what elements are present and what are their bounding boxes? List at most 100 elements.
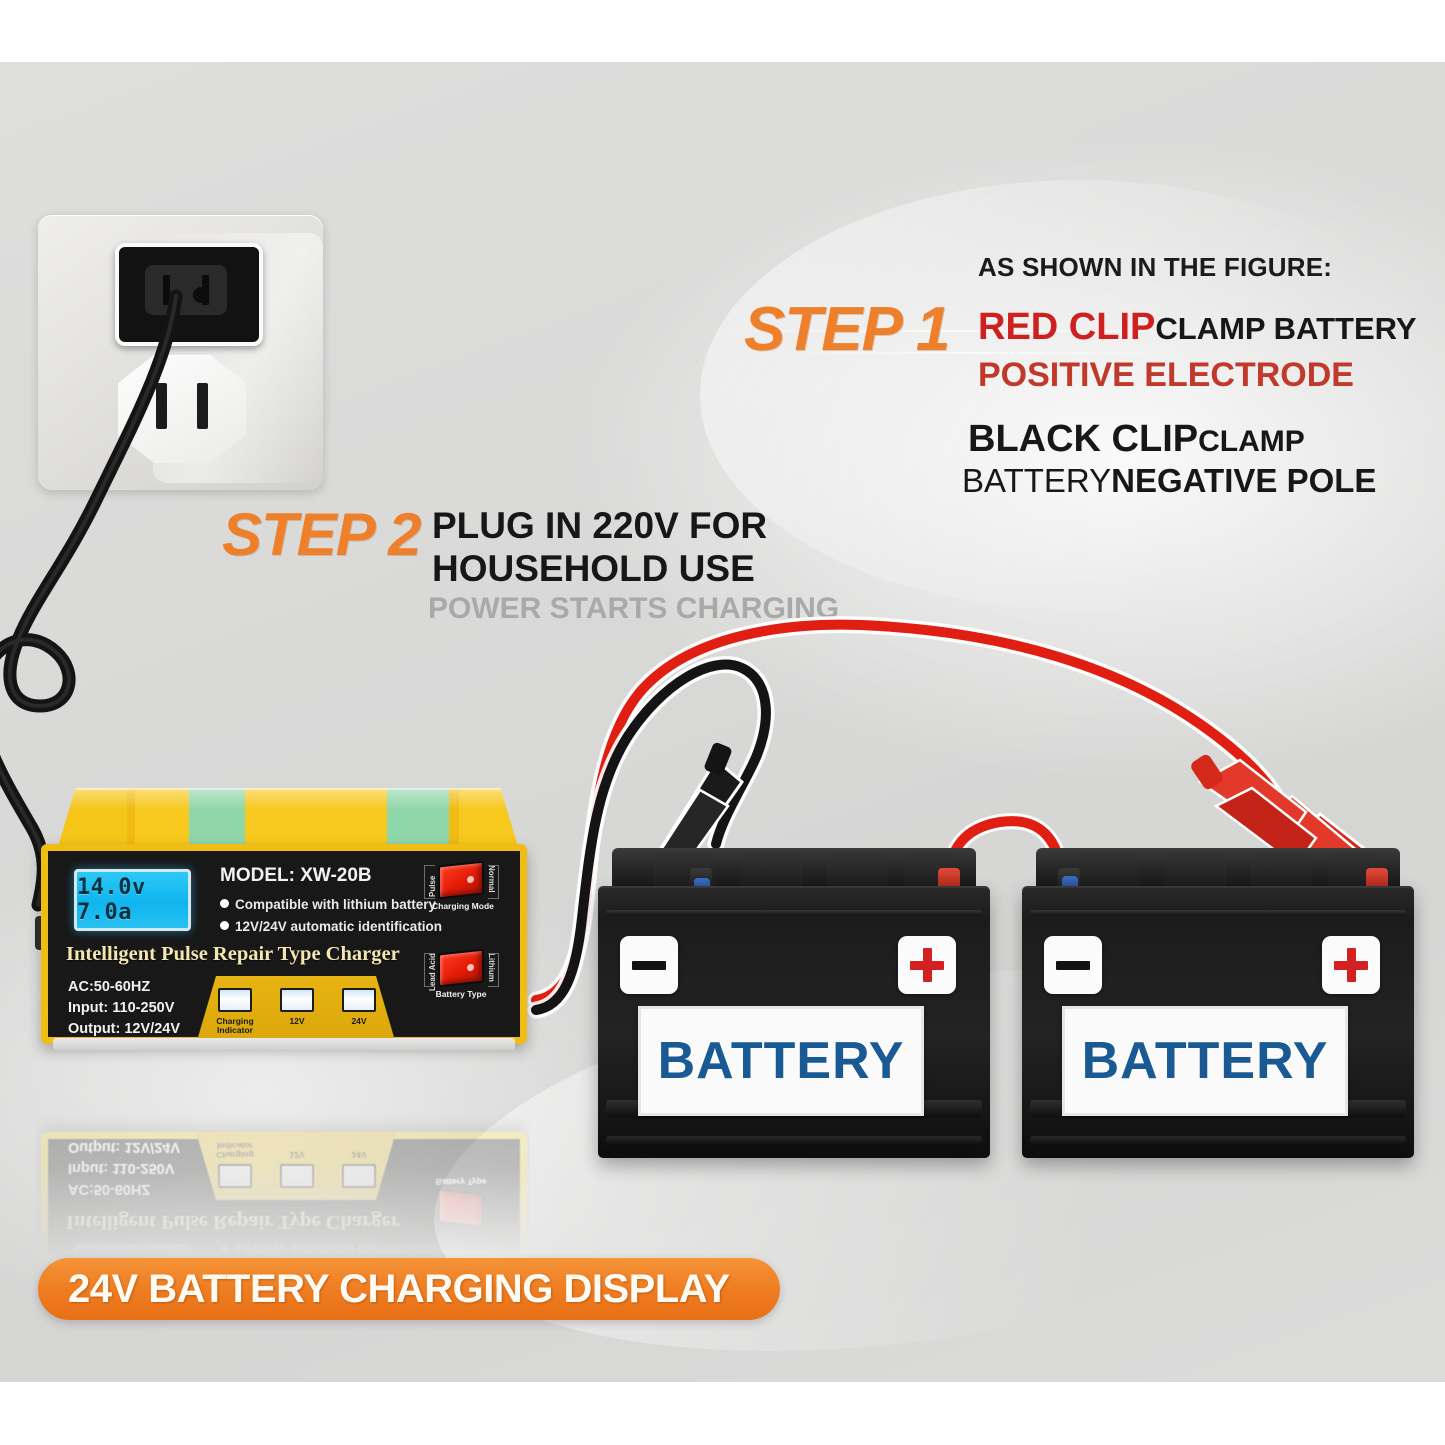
battery-type-label: Battery Type <box>435 1177 487 1187</box>
charger-top-highlight <box>57 788 519 810</box>
charger-led-plate: Charging Indicator 12V 24V <box>196 1132 396 1200</box>
charger-top-casing <box>57 788 519 850</box>
charger-spec-2: Input: 110-250V <box>68 1160 175 1176</box>
bullet-dot-icon <box>220 921 229 930</box>
led-label-charging-l1: Charging <box>216 1016 254 1026</box>
battery-cell-cap <box>826 852 888 890</box>
led-label-charging-l2: Indicator <box>217 1025 253 1035</box>
led-24v-indicator <box>342 1164 376 1188</box>
charging-mode-label: Charging Mode <box>432 901 494 911</box>
led-label-24v: 24V <box>351 1016 367 1026</box>
rocker-dot-icon <box>467 875 474 884</box>
step1-line2: POSITIVE ELECTRODE <box>978 356 1354 394</box>
battery-case-ridge <box>605 910 983 916</box>
led-label-12v: 12V <box>289 1016 305 1026</box>
battery-label-text: BATTERY <box>657 1032 905 1090</box>
battery-cell-cap <box>1078 852 1140 890</box>
charger-spec-1: AC:50-60HZ <box>68 1181 151 1197</box>
battery-charger-unit: 14.0v 7.0a MODEL: XW-20B Compatible with… <box>35 788 530 1088</box>
step1-black-clip: BLACK CLIP <box>968 418 1199 460</box>
plus-icon <box>922 948 932 982</box>
battery-negative-badge <box>620 936 678 994</box>
plus-icon <box>1346 948 1356 982</box>
charger-feature-2: 12V/24V automatic identification <box>220 919 442 934</box>
plug-prong-icon <box>163 275 170 305</box>
bullet-dot-icon <box>220 1246 229 1255</box>
switch-group-battery-type: Battery Type <box>436 1177 486 1228</box>
battery-negative-badge <box>1044 936 1102 994</box>
charger-spec-2: Input: 110-250V <box>68 1000 175 1016</box>
battery-cell-cap <box>740 852 802 890</box>
switch-group-battery-type: Battery Type Lead Acid Lithium <box>424 948 499 999</box>
charger-spec-3: Output: 12V/24V <box>68 1021 180 1037</box>
charger-lcd-display: 14.0v 7.0a <box>74 869 191 931</box>
step1-line4: BATTERYNEGATIVE POLE <box>962 462 1376 500</box>
switch-bracket <box>488 865 499 899</box>
battery-left: BATTERY <box>598 848 990 1158</box>
battery-name-plate: BATTERY <box>638 1006 924 1116</box>
bottom-banner: 24V BATTERY CHARGING DISPLAY <box>38 1258 780 1320</box>
power-plug-icon <box>115 243 263 346</box>
step2-label: STEP 2 <box>222 501 422 568</box>
charger-model-text: MODEL: XW-20B <box>220 865 372 886</box>
step1-red-clip: RED CLIP <box>978 306 1156 348</box>
battery-type-switch <box>438 1188 484 1228</box>
plug-inner-recess <box>145 265 227 315</box>
led-charging-indicator <box>218 1164 252 1188</box>
step2-line2: HOUSEHOLD USE <box>432 548 755 589</box>
led-label-charging-l2: Indicator <box>217 1141 253 1151</box>
minus-icon <box>632 960 666 970</box>
charger-brand-line: Intelligent Pulse Repair Type Charger <box>66 943 400 965</box>
charger-feature-2-text: 12V/24V automatic identification <box>235 1242 443 1257</box>
step1-negative-pole: NEGATIVE POLE <box>1111 462 1377 499</box>
led-label-24v: 24V <box>351 1150 367 1160</box>
battery-right: BATTERY <box>1022 848 1414 1158</box>
charger-spec-1: AC:50-60HZ <box>68 979 151 995</box>
charger-led-plate: Charging Indicator 12V 24V <box>196 976 396 1044</box>
switch-bracket <box>488 953 499 987</box>
switch-group-charging-mode: Charging Mode Pulse Normal <box>424 860 499 911</box>
lcd-value: 14.0v 7.0a <box>77 875 146 925</box>
battery-case-ridge <box>1029 910 1407 916</box>
plug-cable-hub <box>193 287 209 303</box>
led-label-charging-l1: Charging <box>216 1150 254 1160</box>
charger-reflection-copy: 14.0v 7.0a MODEL: XW-20B Compatible with… <box>35 1088 530 1264</box>
battery-type-label: Battery Type <box>435 989 487 999</box>
battery-case-ridge <box>605 1136 983 1146</box>
battery-positive-badge <box>898 936 956 994</box>
charger-feature-2-text: 12V/24V automatic identification <box>235 919 443 934</box>
battery-positive-badge <box>1322 936 1380 994</box>
charger-front-panel: 14.0v 7.0a MODEL: XW-20B Compatible with… <box>41 844 527 1044</box>
battery-type-switch[interactable] <box>438 948 484 988</box>
charger-front-panel: 14.0v 7.0a MODEL: XW-20B Compatible with… <box>41 1132 527 1264</box>
wall-socket-icon <box>118 355 246 463</box>
battery-name-plate: BATTERY <box>1062 1006 1348 1116</box>
charger-feature-1-text: Compatible with lithium battery <box>235 897 437 912</box>
step1-clamp-battery: CLAMP BATTERY <box>1155 311 1417 346</box>
switch-bracket <box>424 865 435 899</box>
led-label-charging: Charging Indicator <box>208 1141 262 1159</box>
battery-cell-cap <box>1164 852 1226 890</box>
socket-slot-icon <box>197 383 208 429</box>
step1-battery-word: BATTERY <box>962 462 1112 499</box>
charging-mode-switch[interactable] <box>438 860 484 900</box>
charger-base-shadow <box>53 1038 515 1050</box>
bottom-banner-text: 24V BATTERY CHARGING DISPLAY <box>68 1266 730 1311</box>
battery-cell-cap <box>1250 852 1312 890</box>
step1-line1: RED CLIPCLAMP BATTERY <box>978 306 1417 349</box>
battery-label-text: BATTERY <box>1081 1032 1329 1090</box>
rocker-dot-icon <box>467 963 474 972</box>
switch-bracket <box>424 953 435 987</box>
led-charging-indicator <box>218 988 252 1012</box>
charger-reflection: 14.0v 7.0a MODEL: XW-20B Compatible with… <box>35 1088 530 1264</box>
led-12v-indicator <box>280 988 314 1012</box>
step1-label: STEP 1 <box>744 295 950 364</box>
led-24v-indicator <box>342 988 376 1012</box>
step1-heading: AS SHOWN IN THE FIGURE: <box>978 252 1333 282</box>
charger-feature-2: 12V/24V automatic identification <box>220 1242 442 1257</box>
minus-icon <box>1056 960 1090 970</box>
step2-line3: POWER STARTS CHARGING <box>428 592 840 625</box>
led-12v-indicator <box>280 1164 314 1188</box>
charger-feature-1: Compatible with lithium battery <box>220 897 436 912</box>
